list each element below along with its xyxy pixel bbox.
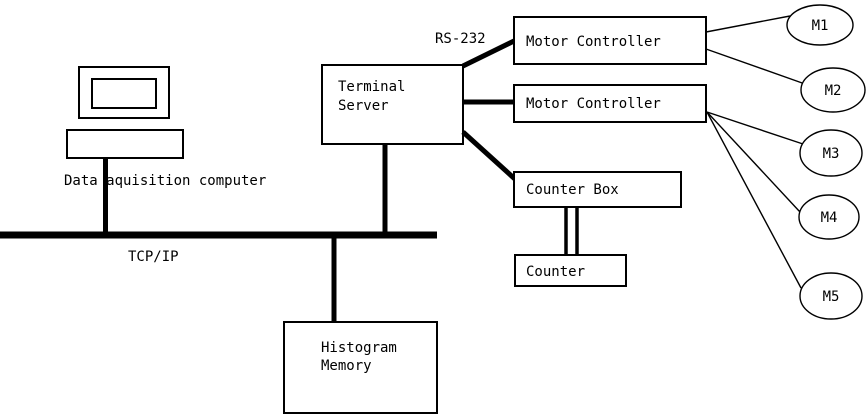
counter-box-label: Counter Box	[526, 182, 619, 198]
motor-controller-2-box	[513, 84, 707, 123]
motor-controller-2-label: Motor Controller	[526, 96, 661, 112]
histogram-memory-box	[283, 321, 438, 414]
motor-controller-1-to-m2-link	[705, 48, 806, 85]
motor-controller-2-to-m3-link	[706, 111, 804, 145]
motor-controller-2-to-m4-link	[706, 111, 801, 213]
histogram-memory-label-line1: Histogram	[321, 340, 397, 356]
motor-m3-label: M3	[823, 146, 840, 162]
computer-caption-label: Data aquisition computer	[64, 173, 266, 189]
motor-m2-ellipse	[800, 67, 866, 113]
motor-m5-ellipse	[799, 272, 863, 320]
motor-controller-1-box	[513, 16, 707, 65]
tcpip-bus-label: TCP/IP	[128, 249, 179, 265]
counter-label: Counter	[526, 264, 585, 280]
motor-m4-label: M4	[821, 210, 838, 226]
motor-controller-1-to-m1-link	[705, 15, 791, 33]
counter-box-box	[513, 171, 682, 208]
motor-m1-ellipse	[786, 4, 854, 46]
motor-m3-ellipse	[799, 129, 863, 177]
terminal-server-label-line1: Terminal	[338, 79, 405, 95]
terminal-server-to-counter-box-link	[461, 130, 518, 182]
motor-controller-1-label: Motor Controller	[526, 34, 661, 50]
rs232-label: RS-232	[435, 31, 486, 47]
monitor-screen	[91, 78, 157, 109]
motor-m5-label: M5	[823, 289, 840, 305]
motor-m1-label: M1	[812, 18, 829, 34]
terminal-server-to-motor-controller-1-link	[461, 38, 516, 69]
motor-m2-label: M2	[825, 83, 842, 99]
counter-box	[514, 254, 627, 287]
histogram-memory-label-line2: Memory	[321, 358, 372, 374]
computer-base-unit	[66, 129, 184, 159]
motor-controller-2-to-m5-link	[706, 111, 802, 289]
terminal-server-label-line2: Server	[338, 98, 389, 114]
motor-m4-ellipse	[798, 194, 860, 240]
terminal-server-box	[321, 64, 464, 145]
